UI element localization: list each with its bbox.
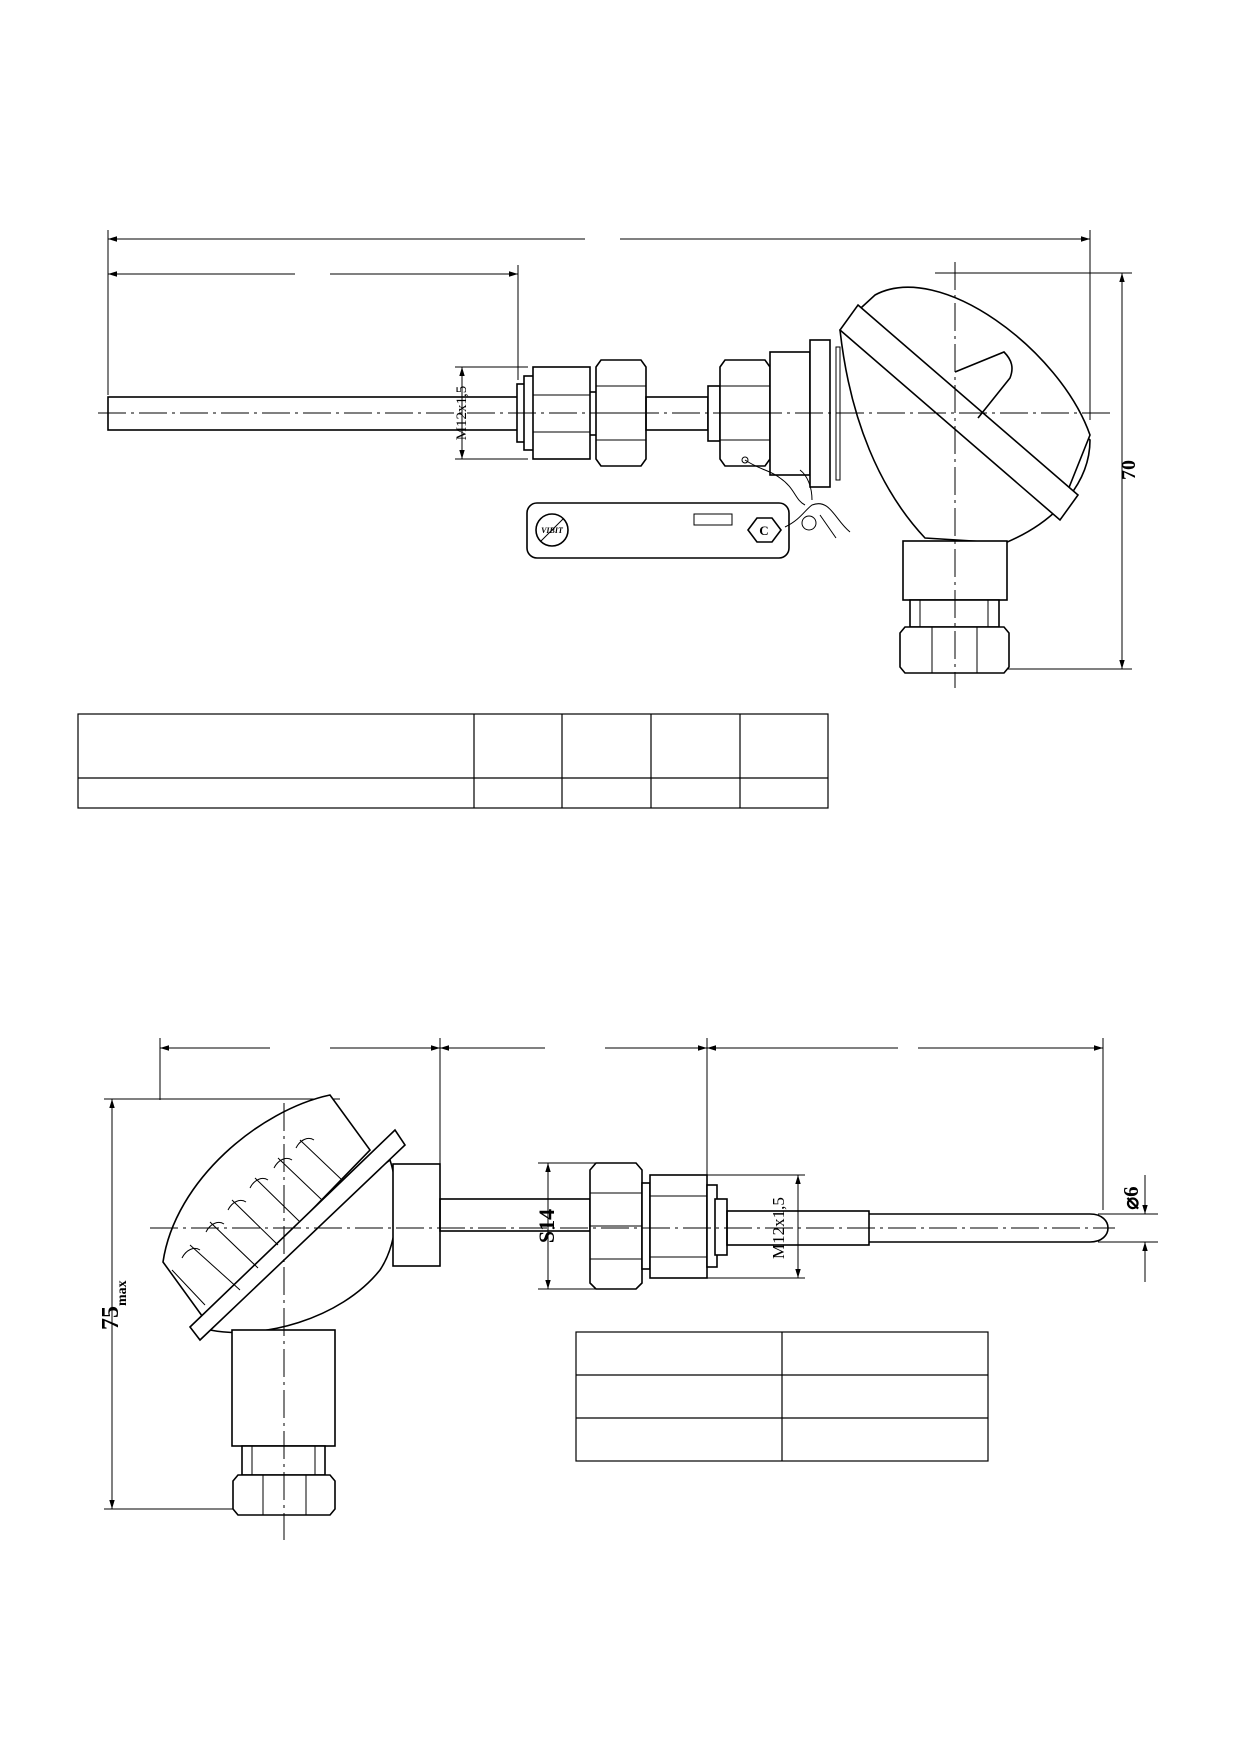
height-dimension: 70 [935, 272, 1140, 670]
neck-tube-2 [439, 1198, 591, 1232]
wrench-size-label: S14 [534, 1209, 559, 1243]
parameter-table-2 [575, 1331, 989, 1462]
connection-head [838, 286, 1091, 544]
nameplate-tag: VIBIT C [526, 456, 851, 559]
height-dimension-label: 70 [1118, 460, 1140, 480]
drawing-2: 75max S14 [98, 1038, 1158, 1540]
height-max-dimension: 75max [98, 1098, 340, 1510]
parameter-table-1 [77, 713, 829, 809]
overall-length-dimension [107, 230, 1091, 420]
drawing-1: 70 M12x1,5 [77, 230, 1140, 809]
certification-mark [747, 517, 782, 543]
manufacturer-logo [535, 513, 569, 547]
thread-dimension-2: M12x1,5 [707, 1174, 805, 1279]
diameter-dimension: ⌀6 [1098, 1175, 1158, 1282]
compression-fitting [516, 359, 647, 467]
immersion-length-dimension [108, 265, 519, 380]
height-max-subscript: max [115, 1280, 130, 1306]
connection-head-2 [162, 1094, 407, 1342]
certification-mark-text: C [759, 523, 768, 538]
neck-boss [392, 1163, 441, 1267]
svg-text:75max: 75max [98, 1280, 130, 1330]
diameter-label: ⌀6 [1119, 1186, 1143, 1209]
manufacturer-logo-text: VIBIT [541, 526, 564, 535]
compression-fitting-2 [589, 1162, 728, 1290]
height-max-value: 75 [98, 1306, 124, 1330]
length-dimension-chain [159, 1038, 1104, 1210]
wrench-size-dimension: S14 [534, 1162, 596, 1290]
